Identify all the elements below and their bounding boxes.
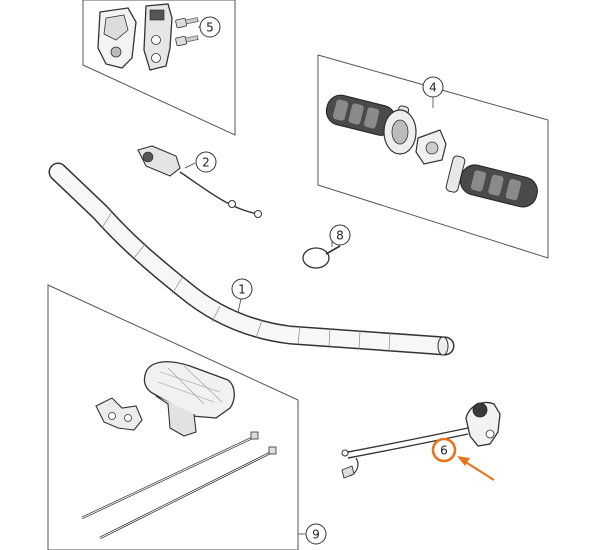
part-8-cable-tie: 8 bbox=[302, 224, 351, 269]
callout-8-label: 8 bbox=[336, 229, 344, 243]
callout-1-label: 1 bbox=[238, 283, 246, 297]
callout-6-label: 6 bbox=[440, 444, 448, 458]
part-2-cable: 2 bbox=[137, 145, 262, 218]
callout-4-label: 4 bbox=[429, 81, 437, 95]
part-1-handlebar: 1 bbox=[48, 162, 455, 356]
grip-right bbox=[445, 155, 538, 208]
switch-button bbox=[472, 402, 488, 418]
part-group-4: 4 bbox=[317, 54, 549, 259]
part-group-5: 5 bbox=[82, 0, 236, 136]
group-9-frame bbox=[47, 284, 299, 550]
callout-4-circle bbox=[422, 76, 444, 98]
callout-8-circle bbox=[329, 224, 351, 246]
throttle-housing bbox=[415, 129, 447, 165]
part-group-9: 9 bbox=[47, 284, 327, 550]
group-5-frame bbox=[82, 0, 236, 136]
callout-9-circle bbox=[305, 523, 327, 545]
callout-2-label: 2 bbox=[202, 156, 210, 170]
mounting-bracket bbox=[95, 397, 143, 431]
callout-5-label: 5 bbox=[206, 21, 214, 35]
throttle-tube bbox=[383, 109, 417, 155]
callout-9-label: 9 bbox=[312, 528, 320, 542]
long-cable-ties bbox=[81, 431, 277, 540]
callout-6-circle bbox=[431, 437, 457, 463]
group-4-frame bbox=[317, 54, 549, 259]
clamp-cap bbox=[143, 3, 173, 71]
callout-5-circle bbox=[199, 16, 221, 38]
hand-guard bbox=[143, 361, 235, 437]
clamp-body bbox=[97, 7, 137, 69]
clamp-bolts bbox=[175, 17, 199, 47]
callout-1-circle bbox=[231, 278, 253, 300]
part-6-kill-switch: 6 bbox=[341, 401, 501, 481]
part-2-connector bbox=[137, 145, 181, 177]
callout-2-circle bbox=[195, 151, 217, 173]
highlight-arrow bbox=[457, 456, 495, 481]
